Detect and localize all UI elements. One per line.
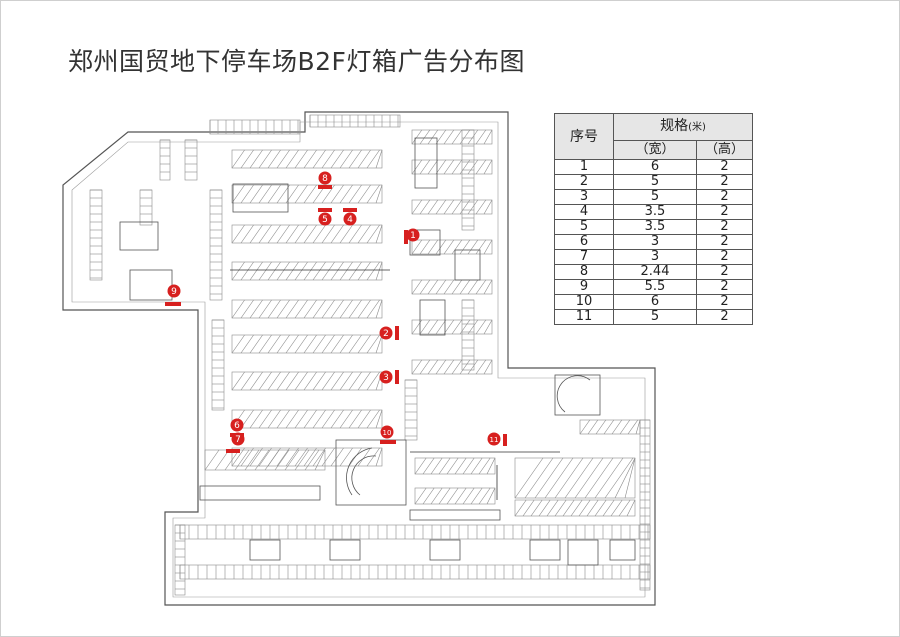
header-no: 序号 <box>554 113 614 160</box>
marker-circle-8 <box>318 171 332 185</box>
table-cell-h: 2 <box>696 174 753 190</box>
marker-label-6: 6 <box>234 421 240 431</box>
marker-bar-4 <box>343 208 357 212</box>
marker-label-5: 5 <box>322 215 328 225</box>
marker-label-1: 1 <box>410 231 416 241</box>
marker-circle-3 <box>379 370 393 384</box>
marker-bar-2 <box>395 326 399 340</box>
table-cell-w: 5 <box>613 309 697 325</box>
marker-label-11: 11 <box>490 436 499 444</box>
table-cell-h: 2 <box>696 204 753 220</box>
table-cell-w: 3.5 <box>613 219 697 235</box>
marker-circle-11 <box>487 432 501 446</box>
marker-bar-3 <box>395 370 399 384</box>
marker-bar-8 <box>318 185 332 189</box>
table-cell-h: 2 <box>696 189 753 205</box>
marker-circle-9 <box>167 284 181 298</box>
header-spec: 规格(米) <box>613 113 753 141</box>
header-width: （宽） <box>613 140 697 160</box>
marker-circle-7 <box>231 432 245 446</box>
table-cell-h: 2 <box>696 234 753 250</box>
marker-circle-6 <box>230 418 244 432</box>
table-cell-h: 2 <box>696 279 753 295</box>
marker-bar-1 <box>404 230 408 244</box>
table-cell-no: 5 <box>554 219 614 235</box>
outer-wall <box>62 111 656 606</box>
table-cell-h: 2 <box>696 264 753 280</box>
marker-label-8: 8 <box>322 174 328 184</box>
marker-bar-5 <box>318 208 332 212</box>
table-cell-no: 11 <box>554 309 614 325</box>
marker-bar-7 <box>226 449 240 453</box>
table-cell-w: 5 <box>613 174 697 190</box>
table-cell-no: 6 <box>554 234 614 250</box>
marker-circle-2 <box>379 326 393 340</box>
marker-label-2: 2 <box>383 329 389 339</box>
ad-markers: 1 2 3 4 5 6 7 8 9 10 11 <box>165 171 507 453</box>
marker-circle-4 <box>343 212 357 226</box>
table-cell-w: 3 <box>613 234 697 250</box>
table-cell-h: 2 <box>696 309 753 325</box>
marker-label-9: 9 <box>171 287 177 297</box>
table-cell-w: 5.5 <box>613 279 697 295</box>
marker-circle-10 <box>380 425 394 439</box>
table-cell-w: 6 <box>613 159 697 175</box>
structures <box>119 137 636 566</box>
parking-stalls <box>89 114 651 596</box>
marker-label-10: 10 <box>383 429 392 437</box>
marker-circle-1 <box>406 228 420 242</box>
table-cell-no: 10 <box>554 294 614 310</box>
marker-label-4: 4 <box>347 215 353 225</box>
marker-bar-10 <box>380 440 396 444</box>
table-cell-h: 2 <box>696 294 753 310</box>
header-height: （高） <box>696 140 753 160</box>
table-cell-no: 8 <box>554 264 614 280</box>
table-cell-no: 7 <box>554 249 614 265</box>
marker-label-7: 7 <box>235 435 241 445</box>
table-cell-w: 3 <box>613 249 697 265</box>
marker-bar-11 <box>503 434 507 446</box>
marker-circle-5 <box>318 212 332 226</box>
table-cell-w: 5 <box>613 189 697 205</box>
table-cell-w: 3.5 <box>613 204 697 220</box>
table-cell-no: 1 <box>554 159 614 175</box>
table-cell-h: 2 <box>696 159 753 175</box>
marker-bar-9 <box>165 302 181 306</box>
table-cell-no: 3 <box>554 189 614 205</box>
table-cell-w: 2.44 <box>613 264 697 280</box>
table-cell-no: 9 <box>554 279 614 295</box>
table-cell-w: 6 <box>613 294 697 310</box>
page-title: 郑州国贸地下停车场B2F灯箱广告分布图 <box>68 47 525 76</box>
table-cell-h: 2 <box>696 219 753 235</box>
table-cell-no: 4 <box>554 204 614 220</box>
table-cell-no: 2 <box>554 174 614 190</box>
marker-label-3: 3 <box>383 373 389 383</box>
table-cell-h: 2 <box>696 249 753 265</box>
